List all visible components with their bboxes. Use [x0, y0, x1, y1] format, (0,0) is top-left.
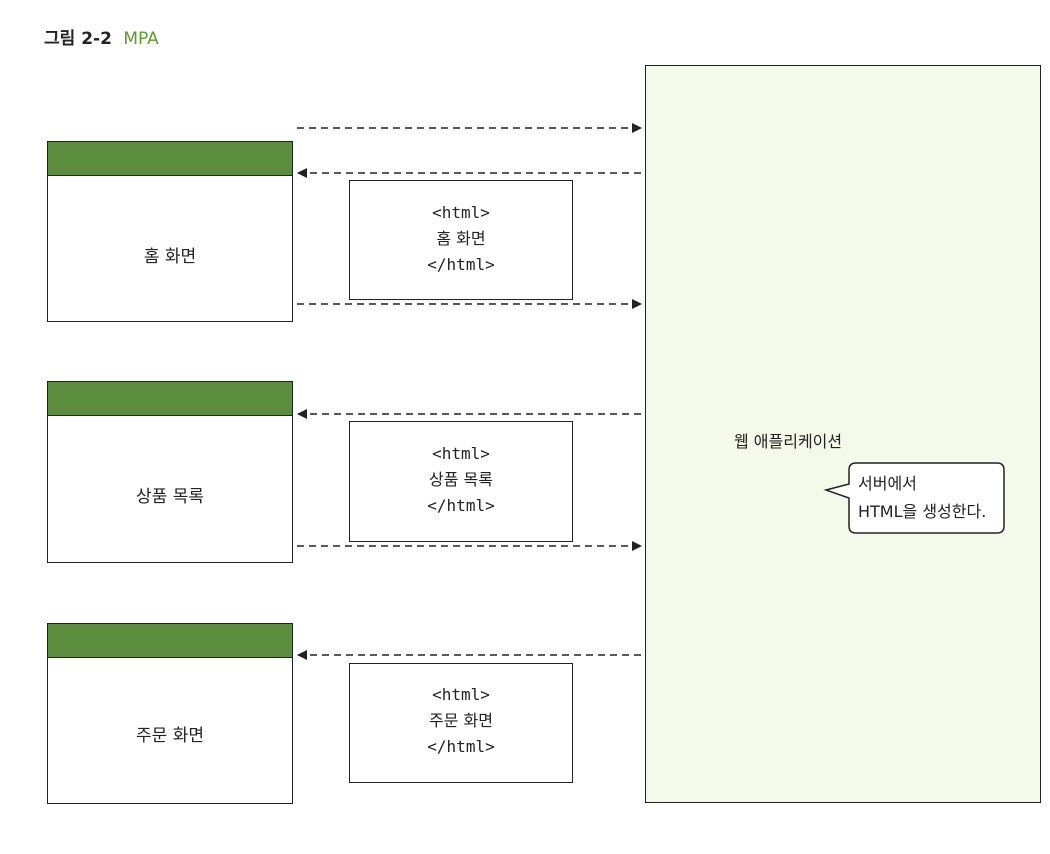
html-open-tag: <html> [432, 685, 490, 704]
html-close-tag: </html> [427, 737, 495, 756]
callout-line-1: 서버에서 [858, 474, 917, 493]
browser-home: 홈 화면 [47, 141, 293, 322]
figure-number: 그림 2-2 [44, 29, 112, 49]
browser-label-order: 주문 화면 [136, 726, 204, 746]
html-open-tag: <html> [432, 203, 490, 222]
browser-order: 주문 화면 [47, 623, 293, 804]
server-label: 웹 애플리케이션 [734, 432, 843, 451]
html-body-text: 주문 화면 [429, 711, 493, 730]
html-doc-product-list: <html> 상품 목록 </html> [349, 421, 573, 542]
figure-caption: 그림 2-2 MPA [44, 24, 159, 49]
callout-bubble: 서버에서 HTML을 생성한다. [823, 462, 1031, 534]
html-open-tag: <html> [432, 444, 490, 463]
html-body-text: 상품 목록 [429, 470, 493, 489]
browser-label-home: 홈 화면 [143, 247, 197, 267]
browser-title-bar [48, 142, 292, 176]
html-doc-order: <html> 주문 화면 </html> [349, 663, 573, 783]
speech-bubble-shape [823, 462, 1005, 534]
browser-title-bar [48, 382, 292, 416]
browser-product-list: 상품 목록 [47, 381, 293, 563]
browser-label-product-list: 상품 목록 [136, 487, 204, 507]
callout-line-2: HTML을 생성한다. [858, 502, 987, 521]
html-close-tag: </html> [427, 496, 495, 515]
html-body-text: 홈 화면 [436, 229, 486, 248]
web-application-server [645, 65, 1041, 803]
html-doc-home: <html> 홈 화면 </html> [349, 180, 573, 300]
figure-title: MPA [123, 29, 159, 49]
browser-title-bar [48, 624, 292, 658]
html-close-tag: </html> [427, 255, 495, 274]
